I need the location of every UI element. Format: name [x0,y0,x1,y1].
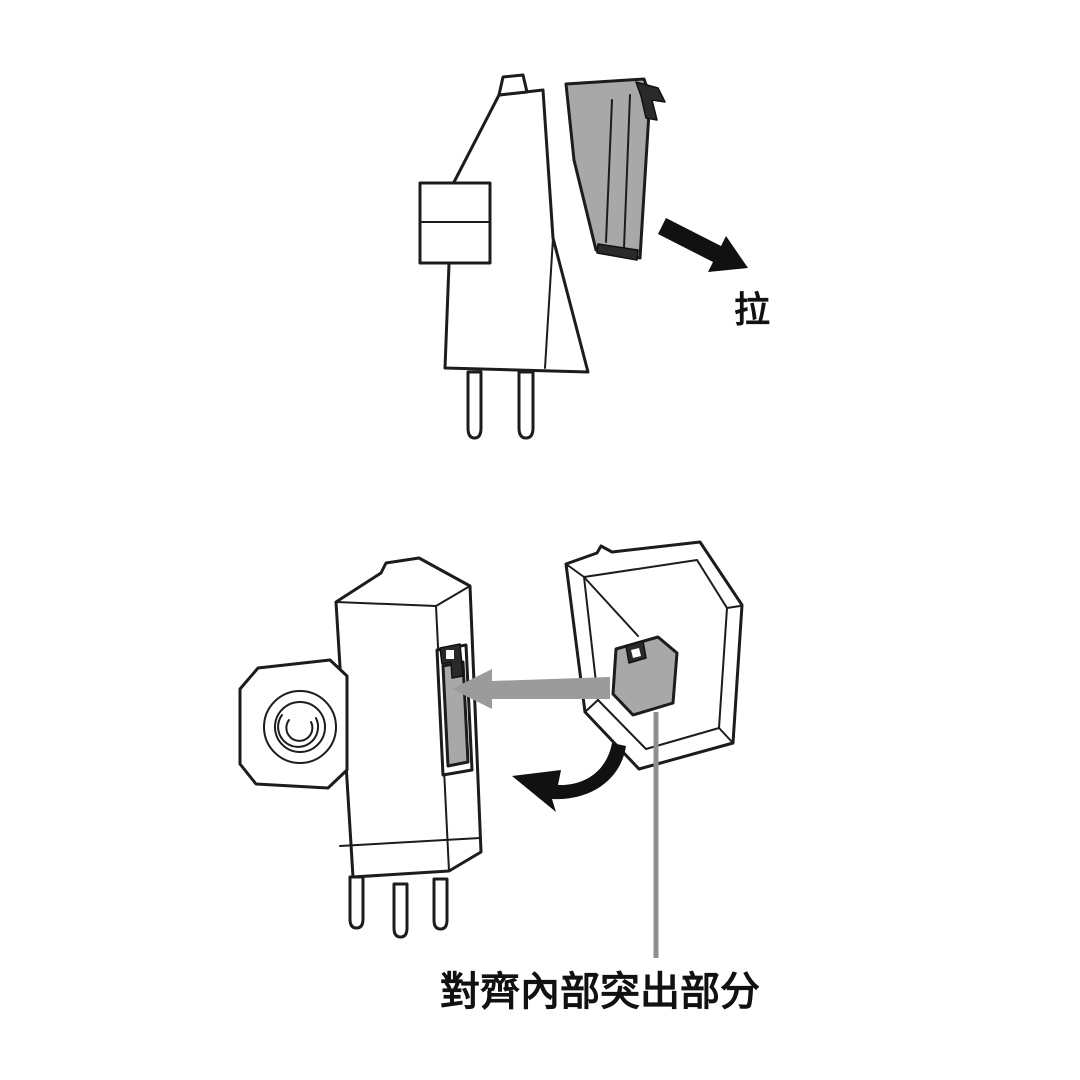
stylus-assembly-edge-2 [623,94,631,249]
body-base-line [339,837,481,847]
cartridge-top-cap [497,73,529,97]
stylus-slot [435,643,474,777]
protrusion-bottom-edge [632,702,674,716]
slot-latch-hook [439,643,464,679]
stylus-holder-shell [564,540,744,771]
cartridge-body-top [418,73,590,440]
cartridge-inner-edge [544,237,554,369]
shell-corner-4 [584,699,599,713]
pin-1 [348,875,365,930]
pull-label: 拉 [734,289,770,330]
rotate-arrow-icon [512,743,626,812]
pull-arrow-icon [658,218,748,272]
pin-right [517,370,535,440]
stylus-bottom-detail [596,243,639,261]
stylus-tip-hook [635,81,666,121]
insert-arrow-icon [452,669,610,709]
threaded-boss [238,658,349,790]
pin-2 [392,882,409,939]
stylus-assembly-edge-1 [605,99,613,243]
boss-hole-inner [274,701,326,753]
shell-corner-3 [718,727,734,744]
boss-thread-1 [277,714,319,748]
boss-thread-2 [285,719,314,742]
boss-hole-outer [263,690,337,764]
shell-corner-1 [565,563,585,578]
protrusion-contact-window [631,648,641,658]
stylus-assembly-body [564,77,652,260]
pin-left [466,370,483,440]
cartridge-body-bottom [238,556,483,939]
boss-outline [238,658,349,790]
upper-figure: 拉 [418,73,770,440]
internal-protrusion-block [611,635,679,717]
slot-latch-window [446,650,454,659]
shell-cavity-line [583,576,639,637]
stylus-assembly [564,77,666,261]
shell-corner-2 [726,605,741,609]
align-caption: 對齊內部突出部分 [440,970,760,1014]
lower-figure: 對齊內部突出部分 [238,540,760,1014]
pin-3 [432,877,449,931]
